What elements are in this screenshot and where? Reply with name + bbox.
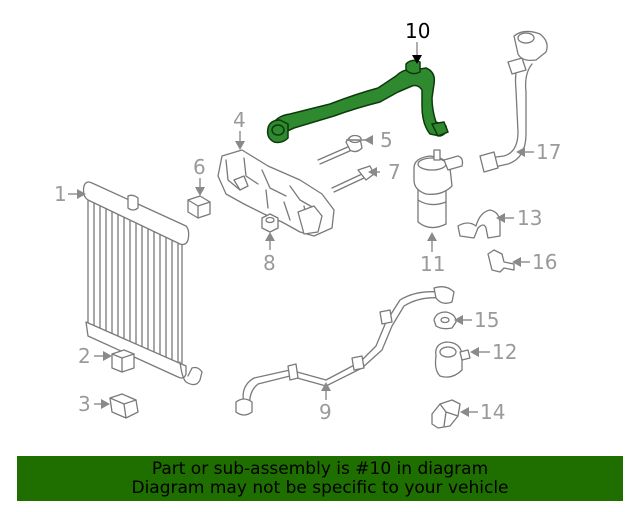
callout-8: 8: [263, 251, 276, 275]
upper-hose: [479, 30, 548, 173]
highlighted-hose-part-10: [266, 59, 449, 144]
leader-lines: [68, 42, 534, 417]
callout-10: 10: [405, 19, 430, 43]
clip-part-15: [433, 311, 457, 330]
callout-14: 14: [480, 400, 505, 424]
callout-15: 15: [474, 308, 499, 332]
bolt-part-7: [331, 165, 375, 193]
callout-9: 9: [319, 400, 332, 424]
radiator: [82, 181, 203, 386]
bracket-part-14: [431, 399, 461, 429]
info-banner: Part or sub-assembly is #10 in diagram D…: [17, 456, 623, 501]
callout-1: 1: [54, 182, 67, 206]
callout-16: 16: [532, 250, 557, 274]
callout-12: 12: [492, 340, 517, 364]
nut-part-8: [261, 213, 279, 233]
callout-4: 4: [233, 108, 246, 132]
water-pump: [413, 149, 464, 229]
clamp-bracket: [457, 209, 501, 239]
bracket-part-2: [111, 349, 135, 373]
mounting-bracket: [217, 149, 335, 237]
callout-5: 5: [380, 128, 393, 152]
banner-line-1: Part or sub-assembly is #10 in diagram: [151, 459, 489, 479]
parts-diagram: 1 2 3 4 5 6 7 8 9 10 11 12 13 14 15 16 1…: [54, 19, 561, 429]
auxiliary-pump: [434, 341, 471, 378]
callout-6: 6: [193, 155, 206, 179]
banner-line-2: Diagram may not be specific to your vehi…: [131, 478, 509, 498]
callout-numbers: 1 2 3 4 5 6 7 8 9 10 11 12 13 14 15 16 1…: [54, 19, 561, 424]
coolant-tube: [235, 286, 455, 416]
callout-11: 11: [420, 252, 445, 276]
callout-13: 13: [517, 206, 542, 230]
bolt-part-16: [487, 249, 515, 273]
bracket-part-3: [109, 393, 139, 419]
callout-2: 2: [78, 344, 91, 368]
callout-3: 3: [78, 392, 91, 416]
callout-7: 7: [388, 160, 401, 184]
callout-17: 17: [536, 140, 561, 164]
clip-part-6: [187, 195, 211, 219]
